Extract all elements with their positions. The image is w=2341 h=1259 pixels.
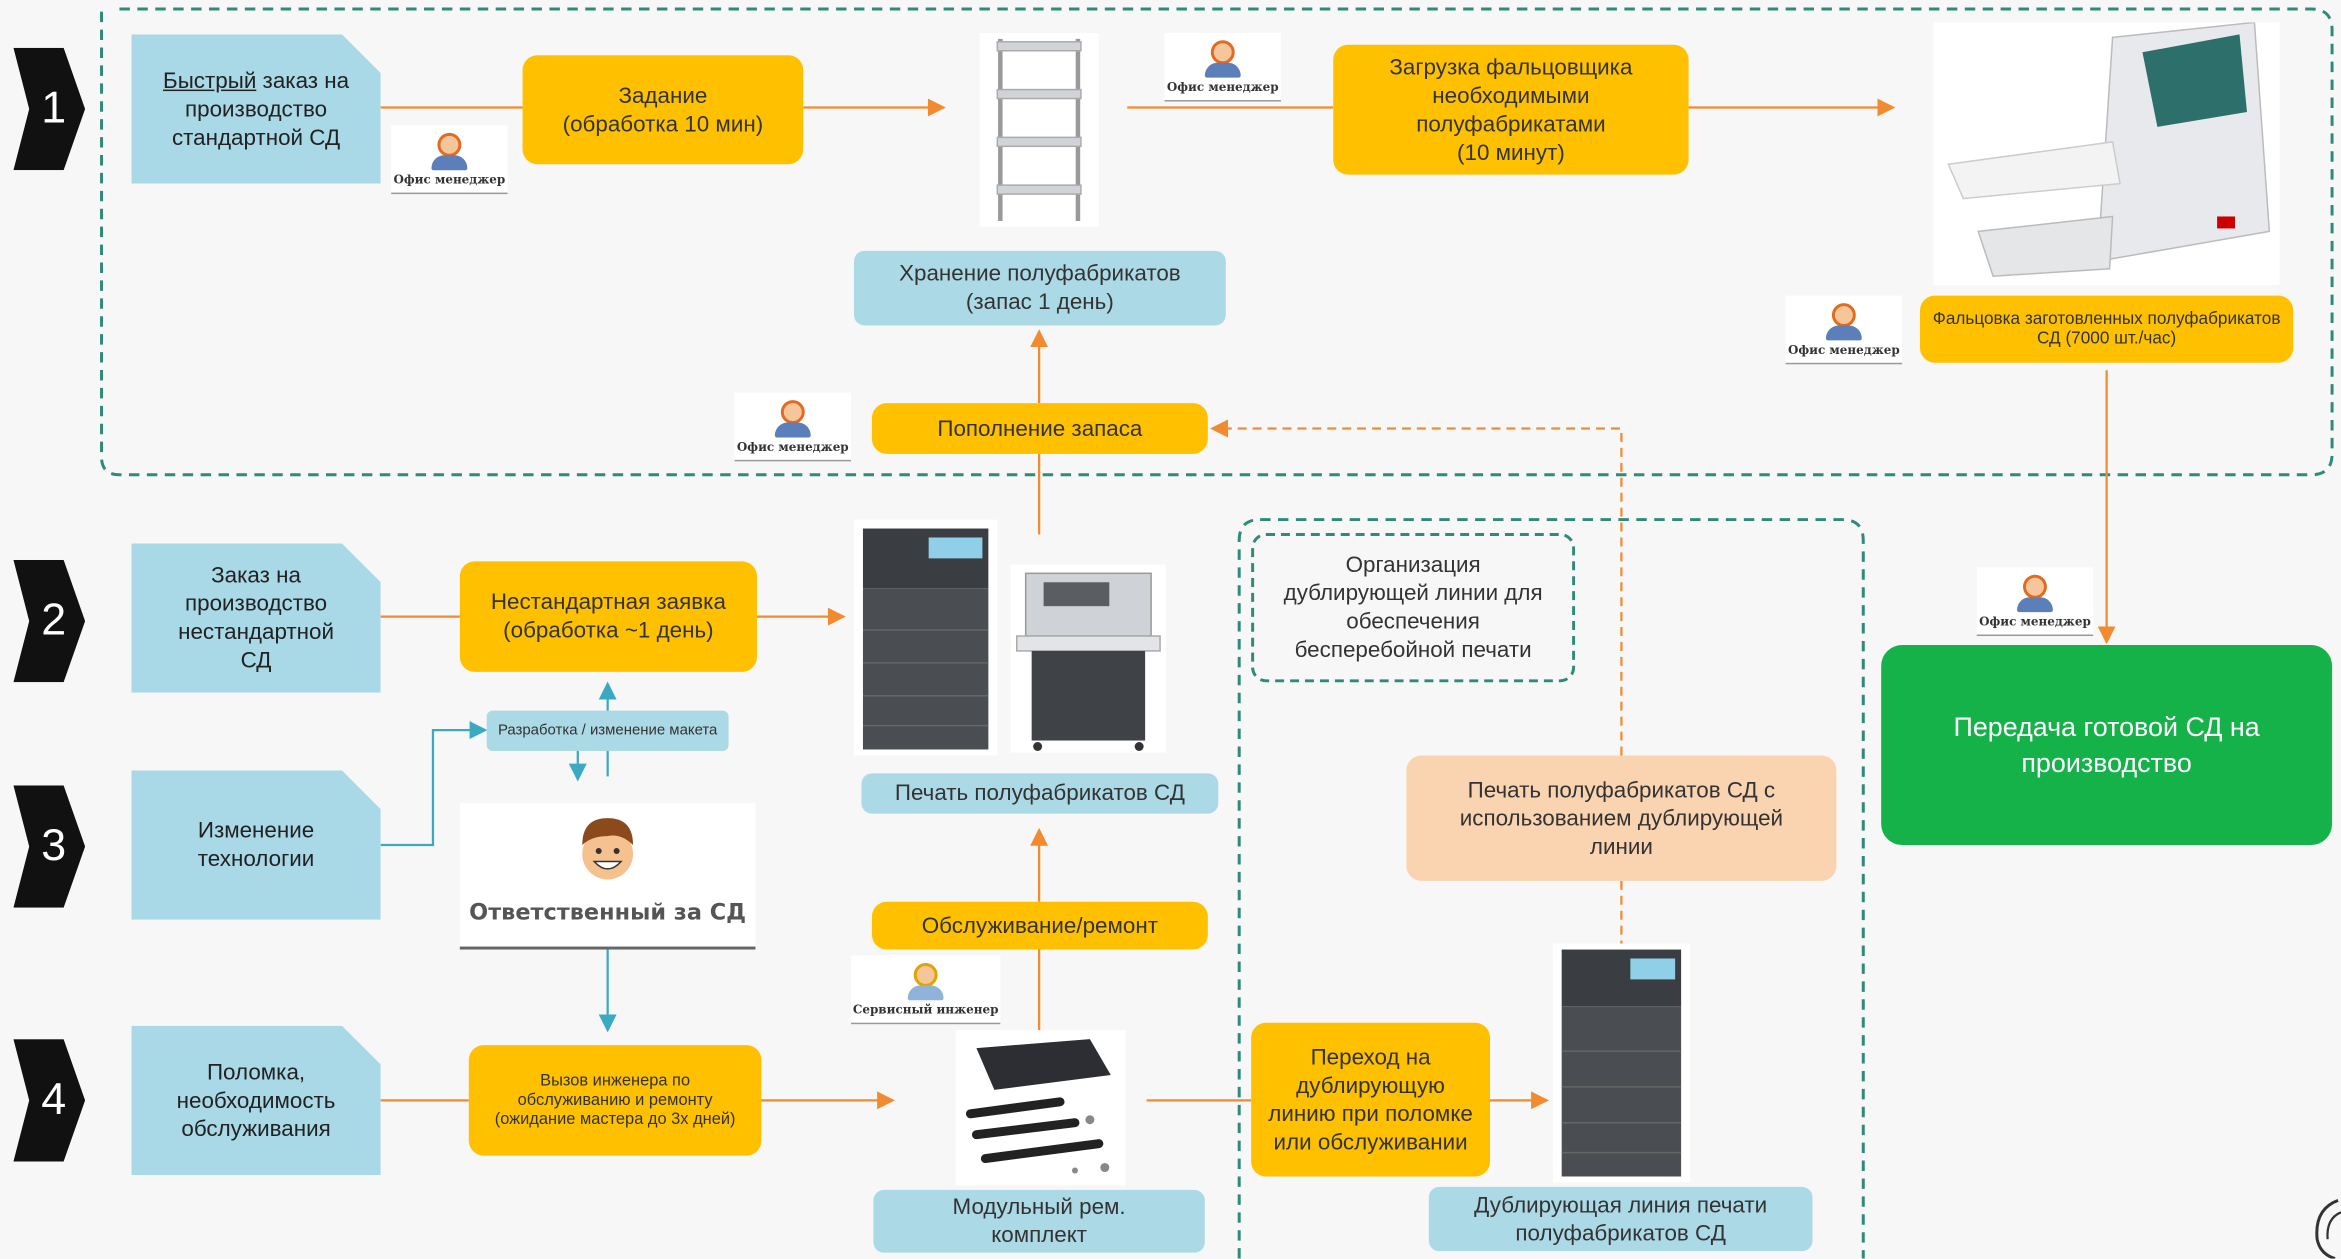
person-icon	[1831, 303, 1856, 327]
person-icon	[2023, 574, 2047, 599]
backup-line-box: Дублирующая линия печати полуфабрикатов …	[1428, 1186, 1813, 1252]
person-icon	[1210, 40, 1235, 65]
folding-box: Фальцовка заготовленных полуфабрикатов С…	[1919, 295, 2294, 363]
step-number: 2	[41, 595, 67, 645]
repair-kit-icon	[955, 1030, 1126, 1186]
step-number: 1	[41, 83, 67, 133]
office-manager-badge: Офис менеджер	[1976, 567, 2094, 637]
responsible-label: Ответственный за СД	[469, 898, 747, 926]
responsible-card: Ответственный за СД	[459, 803, 756, 950]
folding-machine-icon	[1933, 22, 2280, 286]
service-repair-box: Обслуживание/ремонт	[871, 901, 1208, 950]
doc-fast-text: заказ на производство	[185, 67, 350, 122]
backup-org-text: Организация дублирующей линии для обеспе…	[1283, 552, 1543, 663]
layout-dev-box: Разработка / изменение макета	[486, 710, 729, 751]
doc-nonstandard-text: Заказ на производство	[185, 562, 328, 617]
doc-nonstandard-bold: нестандартной	[178, 619, 335, 645]
paper-cutter-icon	[1010, 564, 1167, 753]
step-number: 4	[41, 1074, 67, 1125]
module-kit-box: Модульный рем. комплект	[873, 1189, 1205, 1253]
storage-box: Хранение полуфабрикатов (запас 1 день)	[853, 250, 1226, 326]
region-backup-border	[1237, 518, 1865, 1259]
replenish-box: Пополнение запаса	[871, 403, 1208, 454]
print-semi-box: Печать полуфабрикатов СД	[861, 773, 1219, 814]
backup-printer-icon	[1552, 943, 1691, 1183]
office-manager-badge: Офис менеджер	[1785, 295, 1903, 365]
backup-print-box: Печать полуфабрикатов СД с использование…	[1406, 755, 1837, 881]
doc-breakdown-text: Поломка, необходимость обслуживания	[176, 1059, 336, 1142]
smiley-face-icon	[582, 818, 634, 880]
load-folder-box: Загрузка фальцовщика необходимыми полуфа…	[1333, 44, 1689, 175]
doc-tech-text: Изменение технологии	[197, 818, 315, 872]
step-number: 3	[41, 821, 67, 871]
doc-fast-label: Быстрый	[163, 67, 257, 94]
task-box: Задание (обработка 10 мин)	[522, 55, 804, 165]
handover-box: Передача готовой СД на производство	[1881, 644, 2333, 846]
doc-fast-bold: стандартной СД	[171, 124, 341, 151]
engineer-icon	[913, 962, 938, 987]
person-icon	[437, 132, 462, 157]
call-engineer-box: Вызов инженера по обслуживанию и ремонту…	[468, 1045, 762, 1156]
doc-breakdown: Поломка, необходимость обслуживания	[131, 1026, 380, 1175]
doc-tech-change: Изменение технологии	[131, 770, 380, 919]
office-manager-badge: Офис менеджер	[734, 392, 852, 462]
switch-backup-box: Переход на дублирующую линию при поломке…	[1251, 1022, 1491, 1177]
office-manager-badge: Офис менеджер	[1164, 32, 1281, 102]
region-1-border	[100, 7, 2334, 477]
doc-nonstandard-tail: СД	[240, 647, 272, 674]
office-manager-badge: Офис менеджер	[391, 125, 508, 195]
person-icon	[780, 400, 805, 425]
shelf-rack-icon	[979, 32, 1099, 227]
nonstandard-request-box: Нестандартная заявка (обработка ~1 день)	[459, 561, 757, 672]
printer-icon	[853, 519, 998, 756]
backup-org-frame	[1251, 533, 1576, 683]
service-engineer-badge: Сервисный инженер	[851, 955, 1001, 1025]
corner-logo-icon	[2315, 1198, 2341, 1259]
